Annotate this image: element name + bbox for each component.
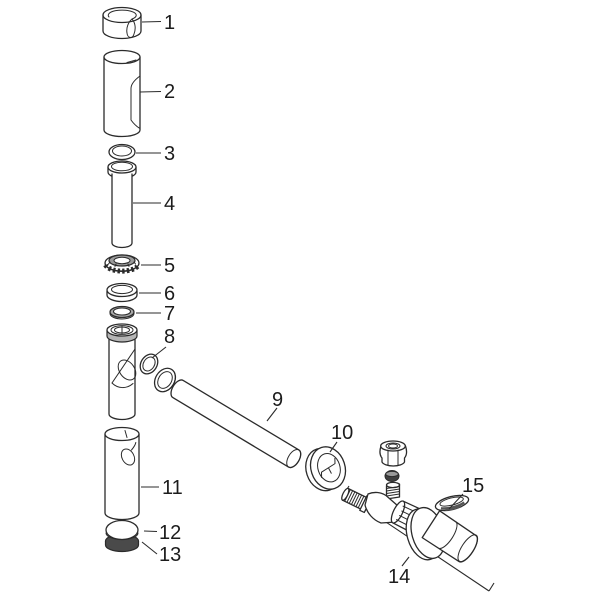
part-side-outlet-o-ring: [139, 353, 177, 393]
callout-4-label: 4: [164, 193, 175, 215]
callout-1-label: 1: [164, 12, 175, 34]
callout-9-label: 9: [272, 389, 283, 411]
callout-9-leader: [266, 407, 278, 422]
callout-7-label: 7: [164, 303, 175, 325]
part-flanged-extension-tube: [107, 160, 137, 249]
callout-10-label: 10: [331, 422, 353, 444]
part-angle-valve: [341, 440, 424, 533]
callout-13-leader: [141, 541, 158, 555]
callout-15-label: 15: [462, 475, 484, 497]
callout-leaders: [133, 20, 464, 567]
callout-8-leader: [151, 346, 167, 359]
callout-15-leader: [448, 493, 464, 510]
part-valve-cover-unit: [405, 494, 479, 563]
callout-labels: 1 2 3 4 5 6 7 8 9 10 11 12 13 14 15: [159, 12, 484, 588]
callout-8-label: 8: [164, 326, 175, 348]
callout-2-leader: [139, 90, 162, 93]
part-trap-cup: [104, 426, 140, 521]
valve-seal: [384, 470, 400, 482]
part-o-ring: [108, 143, 136, 161]
part-cover-sleeve: [103, 49, 141, 138]
part-bevel-ring: [106, 282, 138, 303]
callout-11-label: 11: [162, 477, 183, 499]
callout-1-leader: [141, 20, 162, 23]
part-wall-flange: [305, 446, 347, 492]
part-base-cap: [105, 519, 139, 541]
part-split-collar-ring: [102, 6, 142, 40]
callout-10-leader: [329, 441, 338, 453]
part-knurled-flange-nut: [103, 254, 141, 274]
part-seal-ring: [109, 305, 135, 320]
callout-6-label: 6: [164, 283, 175, 305]
callout-14-leader: [401, 556, 410, 567]
callout-12-label: 12: [159, 522, 181, 544]
callout-3-label: 3: [164, 143, 175, 165]
part-outlet-pipe: [170, 379, 302, 469]
callout-2-label: 2: [164, 81, 175, 103]
callout-14-label: 14: [388, 566, 410, 588]
callout-5-label: 5: [164, 255, 175, 277]
valve-compression-nut: [379, 440, 408, 467]
valve-outlet-thread: [385, 481, 401, 500]
callout-12-leader: [143, 530, 158, 533]
part-slip-nut: [153, 367, 177, 393]
part-trap-body: [106, 323, 138, 421]
part-valve-handle: [434, 494, 470, 512]
callout-13-label: 13: [159, 544, 181, 566]
